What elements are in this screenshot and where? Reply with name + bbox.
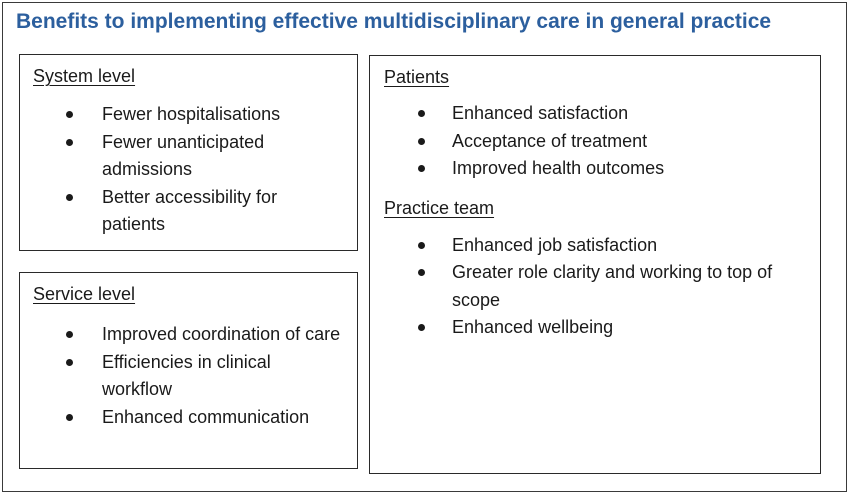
list-item: Improved coordination of care: [20, 321, 357, 349]
system-level-list: Fewer hospitalisations Fewer unanticipat…: [20, 101, 357, 239]
bullet-icon: [418, 110, 425, 117]
list-item: Improved health outcomes: [370, 155, 820, 183]
list-item-text: Enhanced wellbeing: [452, 317, 614, 337]
bullet-icon: [66, 193, 73, 201]
page-title: Benefits to implementing effective multi…: [16, 10, 772, 33]
list-item-text: Efficiencies in clinical workflow: [102, 351, 271, 400]
system-level-box: System level Fewer hospitalisations Fewe…: [19, 54, 358, 251]
bullet-icon: [418, 165, 425, 172]
list-item: Fewer hospitalisations: [20, 101, 357, 129]
patients-list: Enhanced satisfaction Acceptance of trea…: [370, 100, 820, 183]
list-item: Acceptance of treatment: [370, 128, 820, 156]
list-item: Enhanced communication: [20, 404, 357, 432]
patients-heading: Patients: [384, 67, 450, 87]
service-level-heading: Service level: [33, 284, 136, 304]
list-item-text: Acceptance of treatment: [452, 130, 648, 151]
list-item-text: Enhanced job satisfaction: [452, 234, 658, 255]
bullet-icon: [66, 111, 73, 118]
list-item-text: Fewer hospitalisations: [102, 104, 281, 124]
list-item-text: Greater role clarity and working to top …: [452, 262, 773, 310]
practice-team-heading: Practice team: [384, 197, 495, 218]
list-item-text: Improved coordination of care: [102, 324, 341, 344]
list-item-text: Better accessibility for patients: [102, 186, 278, 235]
patients-practice-team-box: Patients Enhanced satisfaction Acceptanc…: [369, 55, 821, 474]
bullet-icon: [418, 241, 425, 249]
list-item: Enhanced satisfaction: [370, 100, 820, 128]
bullet-icon: [66, 413, 73, 421]
bullet-icon: [66, 138, 73, 146]
list-item-text: Enhanced satisfaction: [452, 103, 629, 123]
bullet-icon: [66, 358, 73, 366]
bullet-icon: [66, 331, 73, 338]
list-item-text: Fewer unanticipated admissions: [102, 131, 265, 180]
bullet-icon: [418, 269, 425, 276]
list-item: Enhanced job satisfaction: [370, 232, 820, 260]
list-item: Fewer unanticipated admissions: [20, 129, 357, 184]
system-level-heading: System level: [33, 66, 136, 86]
bullet-icon: [418, 137, 425, 145]
list-item-text: Enhanced communication: [102, 406, 310, 427]
service-level-box: Service level Improved coordination of c…: [19, 272, 358, 469]
practice-team-list: Enhanced job satisfaction Greater role c…: [370, 232, 820, 342]
list-item: Enhanced wellbeing: [370, 314, 820, 342]
list-item: Better accessibility for patients: [20, 184, 357, 239]
service-level-list: Improved coordination of care Efficienci…: [20, 321, 357, 431]
list-item: Efficiencies in clinical workflow: [20, 349, 357, 404]
list-item: Greater role clarity and working to top …: [370, 259, 820, 314]
list-item-text: Improved health outcomes: [452, 158, 665, 178]
bullet-icon: [418, 324, 425, 331]
